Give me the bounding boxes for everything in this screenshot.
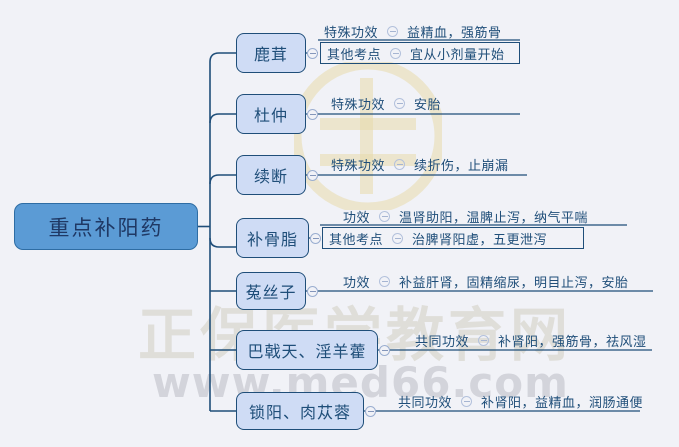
leaf-label-4-2: 其他考点 <box>329 232 384 248</box>
leaf-row-6-1[interactable]: 共同功效 补肾阳，强筋骨，祛风湿 <box>409 329 647 353</box>
leaf-row-4-2[interactable]: 其他考点 治脾肾阳虚，五更泄泻 <box>322 227 584 249</box>
leaf-label-4-1: 功效 <box>343 211 371 226</box>
leaf-toggle-icon-2-1[interactable] <box>394 98 406 109</box>
leaf-value-4-1: 温肾助阳，温脾止泻，纳气平喘 <box>399 211 589 226</box>
leaf-label-1-1: 特殊功效 <box>324 26 379 41</box>
leaf-toggle-icon-1-1[interactable] <box>387 26 399 37</box>
leaf-row-7-1[interactable]: 共同功效 补肾阳，益精血，润肠通便 <box>392 390 643 414</box>
leaf-toggle-icon-4-2[interactable] <box>392 232 404 244</box>
root-node-label: 重点补阳药 <box>48 215 164 240</box>
leaf-value-6-1: 补肾阳，强筋骨，祛风湿 <box>498 335 647 350</box>
collapse-toggle-4[interactable] <box>310 232 321 244</box>
collapse-toggle-2[interactable] <box>307 108 318 120</box>
branch-node-6-label: 巴戟天、淫羊藿 <box>247 342 367 361</box>
leaf-toggle-icon-3-1[interactable] <box>394 159 406 170</box>
leaf-value-5-1: 补益肝肾，固精缩尿，明目止泻，安胎 <box>399 276 629 291</box>
leaf-value-1-1: 益精血，强筋骨 <box>407 26 502 41</box>
collapse-toggle-3[interactable] <box>307 169 318 181</box>
branch-node-7-label: 锁阳、肉苁蓉 <box>248 403 351 422</box>
leaf-row-1-1[interactable]: 特殊功效 益精血，强筋骨 <box>318 20 502 44</box>
leaf-row-3-1[interactable]: 特殊功效 续折伤，止崩漏 <box>325 153 509 177</box>
branch-node-4-label: 补骨脂 <box>246 230 298 249</box>
collapse-toggle-7[interactable] <box>365 405 376 417</box>
collapse-toggle-1[interactable] <box>307 47 318 59</box>
leaf-row-4-1[interactable]: 功效 温肾助阳，温脾止泻，纳气平喘 <box>337 205 588 229</box>
branch-node-2[interactable]: 杜仲 <box>236 94 306 134</box>
leaf-row-2-1[interactable]: 特殊功效 安胎 <box>325 92 441 116</box>
leaf-label-6-1: 共同功效 <box>415 335 470 350</box>
collapse-toggle-5[interactable] <box>307 285 318 297</box>
leaf-label-5-1: 功效 <box>343 276 371 291</box>
leaf-toggle-icon-1-2[interactable] <box>390 47 402 59</box>
leaf-value-7-1: 补肾阳，益精血，润肠通便 <box>481 396 644 411</box>
leaf-toggle-icon-4-1[interactable] <box>379 211 391 222</box>
leaf-value-1-2: 宜从小剂量开始 <box>410 47 505 63</box>
leaf-toggle-icon-5-1[interactable] <box>379 276 391 287</box>
leaf-row-1-2[interactable]: 其他考点 宜从小剂量开始 <box>320 42 520 64</box>
leaf-label-7-1: 共同功效 <box>398 396 453 411</box>
leaf-label-3-1: 特殊功效 <box>331 159 386 174</box>
branch-node-1[interactable]: 鹿茸 <box>236 33 306 73</box>
leaf-toggle-icon-6-1[interactable] <box>478 335 490 346</box>
branch-node-3[interactable]: 续断 <box>236 155 306 195</box>
branch-node-1-label: 鹿茸 <box>253 45 288 64</box>
leaf-label-2-1: 特殊功效 <box>331 98 386 113</box>
branch-node-3-label: 续断 <box>253 167 288 186</box>
leaf-row-5-1[interactable]: 功效 补益肝肾，固精缩尿，明目止泻，安胎 <box>337 270 629 294</box>
leaf-label-1-2: 其他考点 <box>327 47 382 63</box>
leaf-toggle-icon-7-1[interactable] <box>461 396 473 407</box>
branch-node-5[interactable]: 菟丝子 <box>236 272 306 310</box>
leaf-value-2-1: 安胎 <box>414 98 442 113</box>
leaf-value-3-1: 续折伤，止崩漏 <box>414 159 509 174</box>
collapse-toggle-6[interactable] <box>379 344 390 356</box>
branch-node-4[interactable]: 补骨脂 <box>236 218 309 258</box>
root-node[interactable]: 重点补阳药 <box>14 203 198 250</box>
branch-node-2-label: 杜仲 <box>253 106 288 125</box>
leaf-value-4-2: 治脾肾阳虚，五更泄泻 <box>412 232 548 248</box>
branch-node-5-label: 菟丝子 <box>245 283 297 302</box>
branch-node-6[interactable]: 巴戟天、淫羊藿 <box>236 330 378 370</box>
branch-node-7[interactable]: 锁阳、肉苁蓉 <box>236 392 364 430</box>
